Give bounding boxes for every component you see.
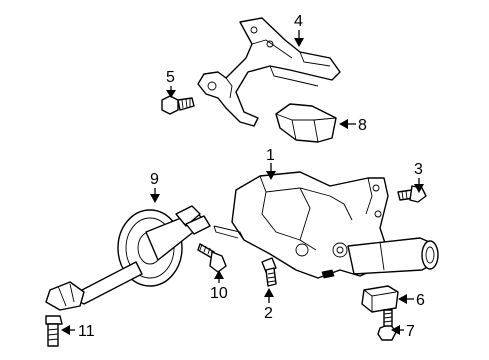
upper-bracket-part-4 (197, 17, 341, 127)
callout-11: 11 (61, 323, 95, 340)
bolt-part-3 (397, 185, 427, 203)
callout-8: 8 (339, 117, 367, 134)
svg-text:1: 1 (266, 147, 275, 164)
svg-text:10: 10 (210, 285, 228, 302)
callout-5: 5 (166, 69, 176, 98)
callout-10: 10 (210, 270, 228, 302)
svg-text:5: 5 (166, 69, 175, 86)
callout-7: 7 (391, 323, 415, 340)
callout-4: 4 (294, 13, 304, 47)
svg-text:9: 9 (150, 171, 159, 188)
bolt-part-5 (161, 95, 195, 115)
callout-9: 9 (150, 171, 160, 203)
svg-text:6: 6 (416, 292, 425, 309)
bolt-part-2 (261, 257, 277, 287)
svg-text:2: 2 (264, 305, 273, 322)
svg-text:8: 8 (358, 117, 367, 134)
bolt-part-7 (377, 309, 397, 341)
callout-6: 6 (398, 292, 425, 309)
pad-part-6 (361, 285, 399, 313)
bolt-part-11 (45, 315, 63, 347)
steering-column-part-1 (213, 171, 439, 279)
callout-2: 2 (264, 288, 274, 322)
intermediate-shaft-part-9 (45, 205, 211, 311)
svg-text:11: 11 (78, 323, 95, 340)
callout-1: 1 (266, 147, 276, 180)
cover-part-8 (275, 103, 337, 143)
svg-text:3: 3 (414, 161, 423, 178)
svg-text:4: 4 (294, 13, 303, 30)
callout-3: 3 (414, 161, 424, 193)
svg-text:7: 7 (406, 323, 415, 340)
bolt-part-10 (197, 243, 227, 273)
